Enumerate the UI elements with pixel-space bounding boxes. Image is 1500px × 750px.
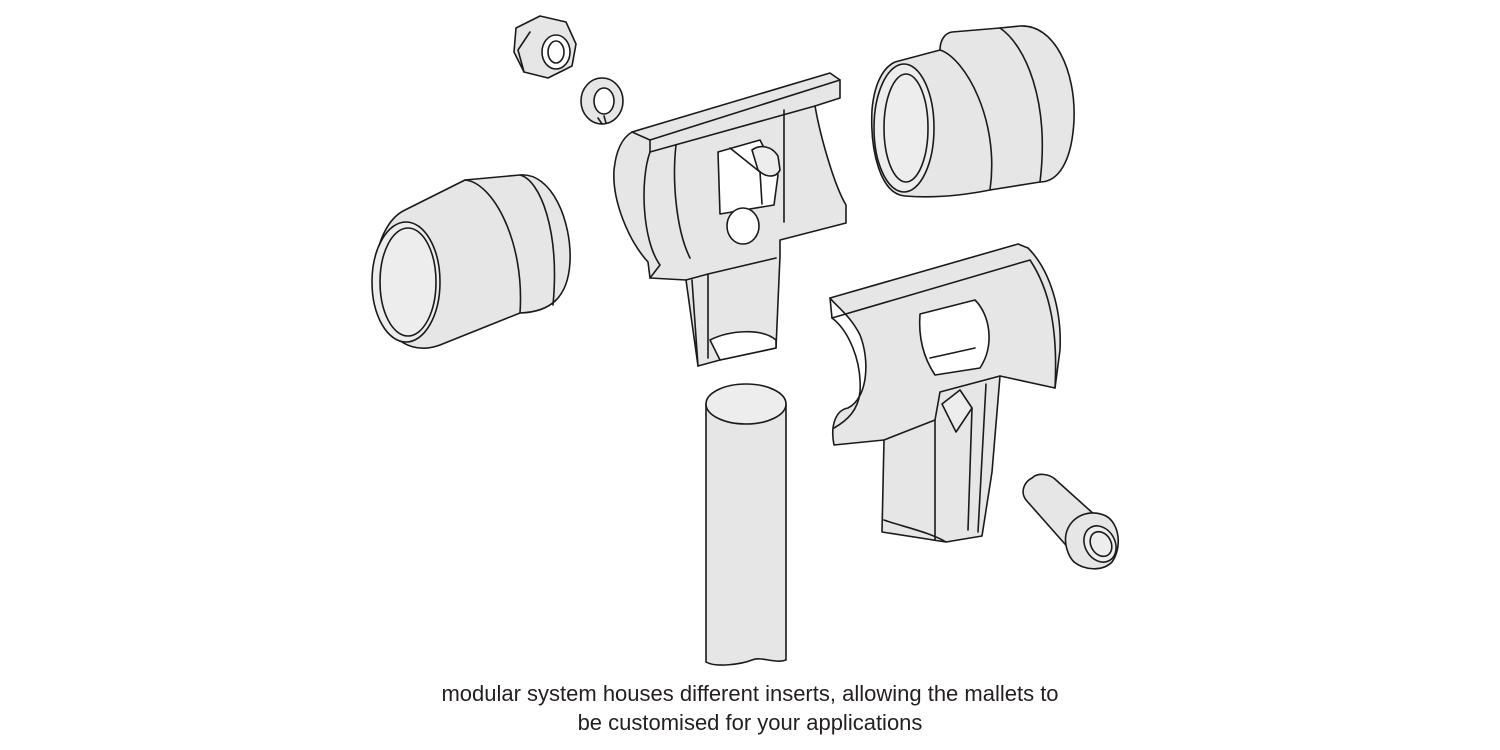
caption-line-2: be customised for your applications <box>577 710 923 735</box>
diagram-caption: modular system houses different inserts,… <box>0 679 1500 737</box>
head-housing-lower <box>829 243 1062 543</box>
mallet-insert-left <box>371 174 571 349</box>
exploded-view-diagram <box>371 15 1119 666</box>
handle-rod <box>705 383 787 666</box>
mallet-insert-right <box>870 25 1075 198</box>
hex-nut <box>513 15 577 79</box>
caption-line-1: modular system houses different inserts,… <box>441 681 1059 706</box>
head-housing-upper <box>613 72 847 367</box>
spring-washer <box>580 77 624 125</box>
socket-cap-screw <box>1022 473 1119 570</box>
